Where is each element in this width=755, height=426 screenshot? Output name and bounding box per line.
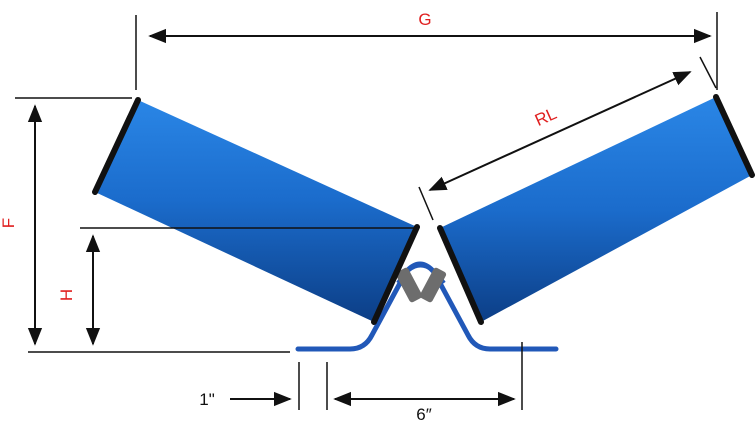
label-f: F <box>0 218 18 228</box>
left-roller <box>92 97 420 325</box>
bearing-bosses <box>395 267 447 303</box>
label-6-inch: 6″ <box>416 405 431 424</box>
label-1-inch: 1" <box>199 390 215 409</box>
label-rl: RL <box>532 104 560 130</box>
right-roller <box>437 94 755 325</box>
dimension-6-inch: 6″ <box>333 342 523 424</box>
dimension-h: H <box>57 227 417 346</box>
dimension-f: F <box>0 97 290 353</box>
dimension-g: G <box>135 10 718 90</box>
dimension-1-inch: 1" <box>199 362 328 410</box>
label-h: H <box>57 289 76 301</box>
label-g: G <box>418 10 431 29</box>
